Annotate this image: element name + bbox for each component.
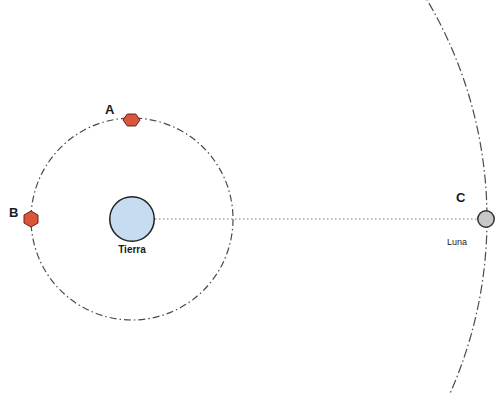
moon-point-label: C [456,191,465,205]
earth-circle [110,197,155,242]
satellite-hexagon [24,211,38,227]
distance-line [155,218,477,219]
moon-circle: CLuna [477,210,495,228]
moon-circle-outline [477,210,495,228]
earth-circle: Tierra [109,196,155,242]
satellite-label: B [9,206,18,220]
moon-label: Luna [447,238,467,248]
satellite-hexagon-outline [24,211,38,227]
satellite-label: A [105,103,114,117]
moon-circle [478,211,495,228]
satellite-hexagon: A [123,114,140,126]
satellite-hexagon-outline [123,114,140,126]
satellite-hexagon: B [24,211,38,227]
earth-circle-outline [109,196,155,242]
moon-orbit [0,0,487,394]
satellite-hexagon [123,114,140,126]
earth-label: Tierra [97,244,167,255]
satellite-orbit [31,118,233,320]
